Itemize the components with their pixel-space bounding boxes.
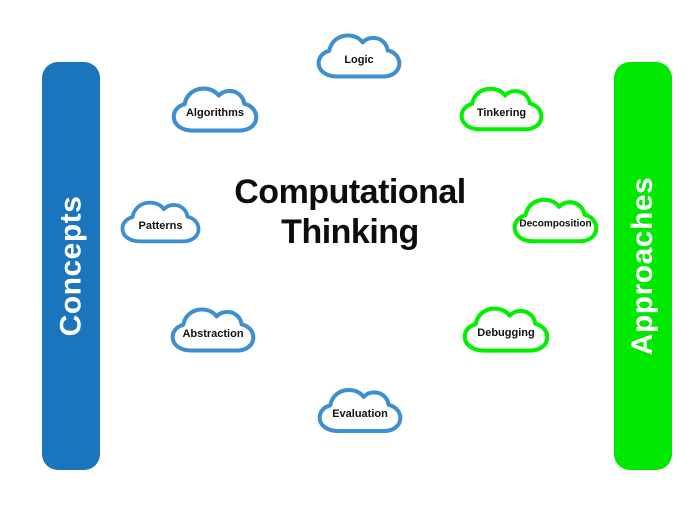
cloud-tinkering: Tinkering: [458, 83, 545, 135]
cloud-algorithms: Algorithms: [170, 83, 260, 136]
cloud-icon: [459, 86, 544, 132]
cloud-icon: [512, 197, 599, 244]
concepts-bar-label: Concepts: [54, 195, 87, 337]
cloud-label-tinkering: Tinkering: [476, 106, 527, 119]
cloud-label-debugging: Debugging: [477, 327, 535, 340]
cloud-patterns: Patterns: [119, 196, 202, 248]
page-title-line2: Thinking: [281, 213, 419, 252]
cloud-icon: [120, 200, 201, 244]
cloud-logic: Logic: [315, 30, 403, 82]
page-title: Computational Thinking: [180, 172, 520, 252]
concepts-bar: Concepts: [42, 62, 100, 470]
cloud-icon: [171, 86, 259, 133]
cloud-icon: [316, 33, 402, 79]
cloud-label-logic: Logic: [344, 53, 374, 66]
cloud-label-abstraction: Abstraction: [182, 327, 244, 340]
approaches-bar-label: Approaches: [626, 176, 660, 356]
cloud-abstraction: Abstraction: [169, 304, 257, 356]
cloud-label-algorithms: Algorithms: [185, 107, 245, 120]
cloud-icon: [317, 387, 403, 434]
cloud-label-decomposition: Decomposition: [519, 218, 592, 230]
approaches-bar: Approaches: [614, 62, 672, 470]
cloud-evaluation: Evaluation: [316, 383, 404, 438]
page-title-line1: Computational: [234, 173, 466, 211]
cloud-icon: [462, 306, 550, 353]
cloud-icon: [170, 307, 256, 353]
cloud-label-patterns: Patterns: [138, 219, 183, 232]
cloud-label-evaluation: Evaluation: [332, 408, 388, 421]
cloud-decomposition: Decomposition: [511, 193, 600, 248]
cloud-debugging: Debugging: [461, 302, 551, 357]
